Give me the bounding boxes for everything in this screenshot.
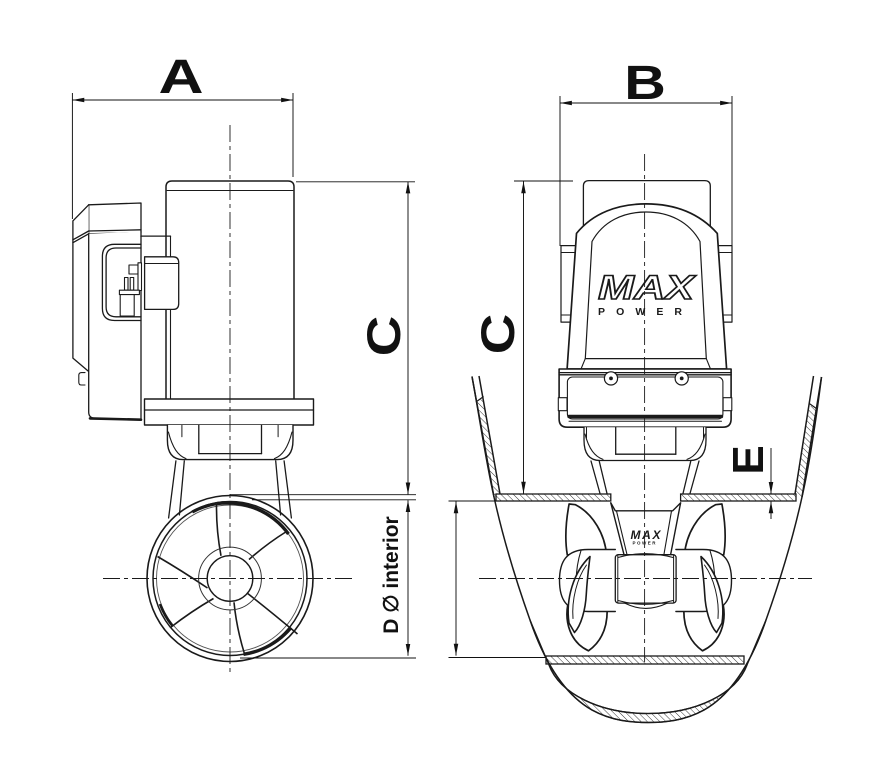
- svg-text:C: C: [358, 316, 411, 357]
- svg-text:POWER: POWER: [633, 541, 659, 546]
- svg-text:D ∅ interior: D ∅ interior: [380, 516, 403, 633]
- svg-text:B: B: [624, 56, 666, 109]
- svg-text:POWER: POWER: [598, 306, 696, 318]
- svg-text:E: E: [724, 445, 773, 474]
- svg-text:C: C: [472, 314, 525, 355]
- svg-text:MAX: MAX: [631, 528, 662, 542]
- svg-text:A: A: [158, 50, 203, 103]
- svg-text:MAX: MAX: [598, 269, 697, 307]
